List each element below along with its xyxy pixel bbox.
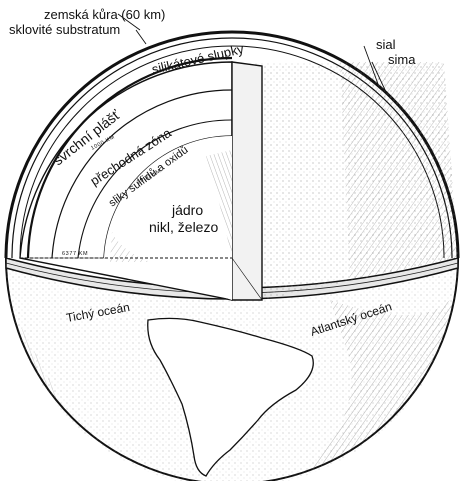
- core-section: [20, 135, 232, 300]
- label-core-title: jádro: [171, 202, 203, 218]
- label-crust: zemská kůra (60 km): [44, 7, 165, 22]
- leader-lines: [117, 13, 387, 93]
- label-core-sub: nikl, železo: [149, 219, 218, 235]
- south-america-continent: [147, 317, 314, 477]
- label-sial: sial: [376, 37, 396, 52]
- label-sima: sima: [388, 52, 416, 67]
- label-substratum: sklovité substratum: [9, 22, 120, 37]
- exterior-surface: [232, 62, 458, 300]
- label-radius: 6377 KM: [62, 251, 88, 257]
